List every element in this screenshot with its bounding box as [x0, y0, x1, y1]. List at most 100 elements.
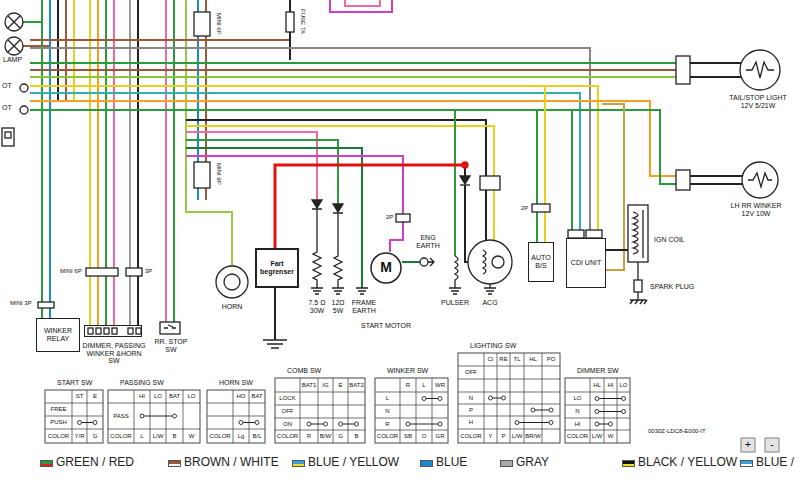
table-grid [510, 353, 511, 443]
component-symbol [742, 162, 778, 198]
table-cell: P [501, 433, 505, 440]
wire [49, 0, 51, 302]
table-cell: O [422, 433, 427, 440]
component-symbol [136, 328, 141, 334]
component-symbol [126, 268, 142, 276]
table-grid [134, 390, 135, 443]
component-symbol [492, 256, 504, 268]
component-symbol [104, 328, 109, 334]
component-symbol [765, 438, 779, 452]
component-symbol [741, 438, 755, 452]
component-symbol [164, 325, 176, 328]
component-symbol [480, 176, 500, 190]
table-cell: B/W [320, 433, 331, 440]
table-cell: GR [436, 433, 445, 440]
table-cell: W [189, 433, 195, 440]
table-grid [275, 378, 365, 443]
wire [30, 39, 290, 41]
component-symbol [462, 162, 468, 168]
resistor-label: 7.5 Ω 30W [306, 299, 328, 314]
table-grid [45, 390, 103, 443]
table-grid [458, 404, 560, 405]
table-cell: Y/R [74, 433, 84, 440]
table-cell: IG [322, 382, 328, 389]
table-title: COMB SW [287, 367, 321, 375]
table-cell: LO [619, 382, 627, 389]
part-label: SPARK PLUG [650, 283, 694, 291]
contact-dot [173, 414, 177, 418]
contact-dot [140, 414, 144, 418]
contact-dot [239, 421, 243, 425]
table-grid [458, 429, 560, 430]
contact-dot [78, 421, 82, 425]
legend-swatch [622, 460, 635, 467]
wire [41, 308, 43, 318]
connector-label: MINI 6P [215, 12, 222, 36]
switch-name: DIMMER, PASSING WINKER &HORN SW [81, 342, 147, 365]
box-text: AUTO B/S [531, 254, 551, 269]
contact-line [144, 416, 173, 417]
table-cell: B [172, 433, 176, 440]
component-symbol [5, 37, 23, 55]
part-label: PULSER [441, 299, 469, 307]
table-cell: R [307, 433, 311, 440]
table-cell: LO [154, 393, 162, 400]
table-cell: HL [529, 356, 537, 363]
component-symbol [312, 200, 322, 208]
wire [23, 45, 50, 47]
part-label: HORN [222, 303, 243, 311]
wire [49, 308, 51, 318]
component-symbol [2, 12, 780, 452]
table-grid [207, 416, 265, 417]
table-grid [484, 353, 485, 443]
table-cell: G [93, 433, 98, 440]
resistor-label: 12Ω 5W [329, 299, 347, 314]
part-label: IGN COIL [654, 236, 685, 244]
component-symbol [633, 212, 638, 254]
component-symbol [5, 132, 11, 138]
component-symbol [634, 280, 642, 292]
component-symbol [333, 204, 343, 212]
component-symbol [455, 256, 458, 288]
table-cell: W [608, 433, 614, 440]
part-label: OT [2, 104, 12, 112]
contact-line [599, 398, 622, 399]
connector-label: 2P [521, 205, 528, 212]
component-symbol [460, 184, 470, 185]
table-cell: HO [237, 393, 246, 400]
contact-dot [622, 410, 626, 414]
component-symbol [5, 13, 23, 31]
contact-dot [489, 396, 493, 400]
table-cell: HI [608, 382, 614, 389]
wire [571, 110, 573, 230]
wire [402, 261, 420, 263]
contact-dot [438, 422, 442, 426]
component-symbol [263, 340, 287, 348]
component-symbol [2, 128, 14, 146]
table-cell: COLOR [209, 433, 230, 440]
component-symbol [112, 328, 117, 334]
component-symbol [460, 176, 470, 184]
wire [536, 110, 538, 204]
connector-label: MINI 9P [215, 162, 222, 186]
wire [690, 63, 744, 77]
connector-label: MINI 3P [10, 300, 32, 307]
table-cell: BAT2 [349, 382, 364, 389]
contact-dot [406, 422, 410, 426]
contact-line [599, 411, 622, 412]
zoom-button: - [770, 438, 774, 450]
component-symbol [746, 62, 774, 78]
table-grid [375, 405, 448, 406]
table-cell: BAT1 [302, 382, 317, 389]
contact-dot [595, 410, 599, 414]
motor-outline [371, 253, 401, 283]
component-symbol [194, 162, 210, 188]
table-grid [207, 403, 265, 404]
table-cell: COLOR [377, 433, 398, 440]
box-text: Fart begrenser [259, 260, 295, 275]
table-cell: CI [488, 356, 494, 363]
legend-swatch [40, 460, 53, 467]
table-title: START SW [57, 379, 92, 387]
contact-line [82, 422, 94, 423]
contact-dot [324, 422, 328, 426]
